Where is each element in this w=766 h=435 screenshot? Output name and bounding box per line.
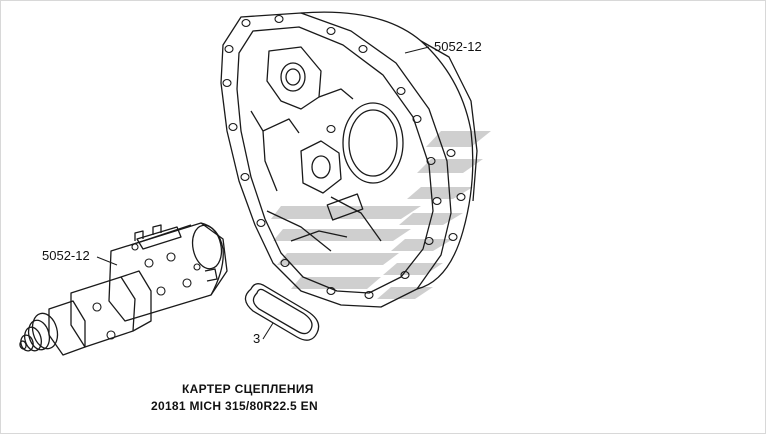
clutch-housing (220, 11, 478, 308)
watermark-logo (271, 131, 491, 299)
callout-clutch-housing: 5052-12 (434, 39, 482, 54)
callout-seal: 3 (253, 331, 261, 346)
diagram-subtitle: 20181 MICH 315/80R22.5 EN (151, 399, 318, 413)
diagram-title: КАРТЕР СЦЕПЛЕНИЯ (182, 382, 314, 396)
leader-lines (96, 46, 430, 340)
clutch-actuator (19, 222, 228, 356)
callout-actuator: 5052-12 (42, 248, 90, 263)
seal-ring (244, 283, 320, 341)
